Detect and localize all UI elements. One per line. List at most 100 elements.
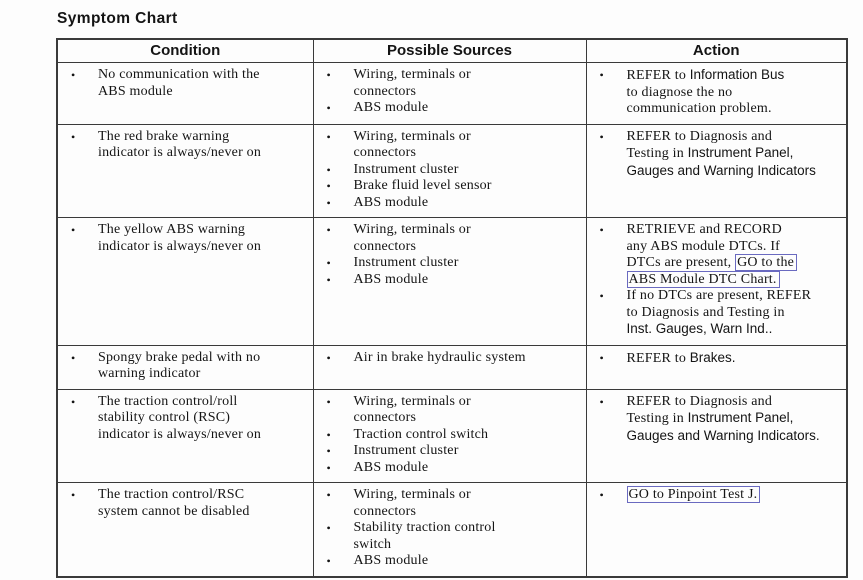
text-segment: Wiring, terminals or connectors (353, 393, 471, 426)
bullet-icon: • (326, 521, 331, 535)
bullet-item: •REFER to Brakes. (593, 350, 842, 368)
action-cell: • REFER to Information Bus to diagnose th… (585, 62, 848, 125)
bullet-icon: • (326, 129, 331, 144)
link-annotation[interactable]: GO to the ABS Module DTC Chart. (626, 254, 798, 288)
bullet-text: Wiring, terminals or connectors (354, 394, 581, 427)
bullet-icon: • (326, 444, 331, 458)
bullet-item: • Wiring, terminals or connectors (320, 394, 581, 427)
text-segment: Traction control switch (353, 426, 489, 442)
sans-text-segment: Inst. Gauges, Warn Ind.. (626, 321, 773, 336)
bullet-icon: • (326, 195, 331, 210)
bullet-text: Wiring, terminals or connectors (354, 487, 581, 520)
bullet-icon: • (326, 256, 331, 270)
sans-text-segment: Instrument Panel, Gauges and Warning Ind… (626, 410, 820, 443)
bullet-item: •Instrument cluster (320, 162, 581, 179)
sans-text-segment: Information Bus (689, 67, 785, 82)
bullet-item: • Brake fluid level sensor (320, 178, 581, 195)
text-segment: Instrument cluster (353, 255, 459, 270)
action-cell: •REFER to Brakes. (585, 344, 848, 390)
text-segment: ABS module (353, 459, 429, 475)
bullet-text: Wiring, terminals or connectors (354, 129, 581, 162)
bullet-icon: • (599, 68, 604, 82)
bullet-text: GO to Pinpoint Test J. (626, 486, 842, 504)
text-segment: Air in brake hydraulic system (353, 349, 526, 365)
bullet-text: REFER to Information Bus to diagnose the… (627, 67, 842, 118)
bullet-icon: • (71, 394, 76, 409)
text-segment: Brake fluid level sensor (353, 178, 492, 193)
sources-cell: • Wiring, terminals or connectors•Instrum… (312, 123, 587, 218)
bullet-text: Instrument cluster (354, 443, 581, 460)
bullet-icon: • (71, 223, 76, 237)
bullet-item: •Air in brake hydraulic system (320, 350, 581, 367)
text-segment: Wiring, terminals or connectors (353, 67, 471, 99)
bullet-text: Wiring, terminals or connectors (354, 222, 581, 255)
bullet-icon: • (599, 289, 604, 303)
text-segment: Spongy brake pedal with no warning indic… (98, 349, 261, 382)
bullet-text: ABS module (354, 460, 581, 477)
text-segment: Stability traction control switch (353, 520, 496, 552)
table-row: •No communication with the ABS module•Wi… (56, 62, 848, 125)
action-cell: • GO to Pinpoint Test J. (585, 482, 848, 577)
bullet-icon: • (326, 394, 331, 409)
link-annotation[interactable]: GO to Pinpoint Test J. (626, 486, 761, 503)
bullet-icon: • (326, 460, 331, 475)
bullet-text: Instrument cluster (354, 255, 581, 272)
text-segment: REFER to (626, 350, 690, 366)
bullet-text: Spongy brake pedal with no warning indic… (98, 350, 308, 383)
text-segment: RETRIEVE and RECORD any ABS module DTCs.… (626, 222, 782, 270)
bullet-item: • Wiring, terminals or connectors (320, 67, 581, 100)
condition-cell: • The traction control/RSC system cannot … (56, 482, 314, 577)
condition-cell: •The red brake warning indicator is alwa… (56, 123, 314, 218)
sans-text-segment: Brakes. (689, 349, 736, 365)
bullet-icon: • (326, 488, 331, 502)
bullet-text: If no DTCs are present, REFER to Diagnos… (627, 288, 842, 339)
text-segment: REFER to Diagnosis and Testing in (626, 128, 773, 162)
bullet-text: REFER to Brakes. (627, 350, 842, 368)
text-segment: Instrument cluster (353, 443, 459, 458)
bullet-item: • Stability traction control switch (320, 520, 581, 553)
bullet-item: • Instrument cluster (320, 255, 581, 272)
sources-cell: • Wiring, terminals or connectors•ABS mod… (312, 62, 587, 125)
bullet-icon: • (326, 68, 331, 82)
bullet-icon: • (326, 272, 331, 287)
text-segment: ABS module (353, 553, 429, 568)
condition-cell: •Spongy brake pedal with no warning indi… (56, 344, 314, 390)
bullet-item: •ABS module (320, 195, 581, 212)
condition-cell: •The yellow ABS warning indicator is alw… (56, 217, 314, 346)
bullet-item: • REFER to Information Bus to diagnose th… (593, 67, 842, 118)
text-segment: The traction control/roll stability cont… (98, 393, 262, 442)
bullet-icon: • (326, 179, 331, 193)
text-segment: REFER to (626, 68, 690, 83)
bullet-text: REFER to Diagnosis and Testing in Instru… (627, 394, 842, 446)
bullet-item: • The traction control/RSC system cannot … (64, 487, 308, 520)
bullet-text: Brake fluid level sensor (354, 178, 581, 195)
sources-cell: •Air in brake hydraulic system (312, 344, 587, 390)
action-cell: • REFER to Diagnosis and Testing in Instr… (585, 388, 848, 483)
text-segment: Wiring, terminals or connectors (353, 222, 471, 254)
action-cell: •REFER to Diagnosis and Testing in Instr… (585, 123, 848, 218)
bullet-item: •RETRIEVE and RECORD any ABS module DTCs… (593, 222, 842, 288)
bullet-text: The traction control/roll stability cont… (98, 394, 308, 444)
bullet-icon: • (326, 427, 331, 442)
table-row: • The traction control/RSC system cannot … (56, 482, 848, 577)
text-segment: ABS module (353, 100, 429, 115)
bullet-text: Air in brake hydraulic system (354, 350, 581, 367)
column-header-possible-sources: Possible Sources (312, 38, 587, 63)
bullet-icon: • (599, 394, 604, 409)
table-row: •The red brake warning indicator is alwa… (56, 123, 848, 218)
column-header-action: Action (585, 38, 848, 63)
bullet-icon: • (71, 68, 76, 82)
sources-cell: • Wiring, terminals or connectors • Stabili… (312, 482, 587, 577)
bullet-icon: • (71, 488, 76, 502)
bullet-item: •REFER to Diagnosis and Testing in Instr… (593, 129, 842, 181)
bullet-item: •The yellow ABS warning indicator is alw… (64, 222, 308, 255)
bullet-text: Traction control switch (354, 427, 581, 444)
text-segment: The traction control/RSC system cannot b… (98, 487, 250, 519)
action-cell: • RETRIEVE and RECORD any ABS module DTCs… (585, 217, 848, 346)
bullet-item: •ABS module (320, 100, 581, 117)
bullet-item: •No communication with the ABS module (64, 67, 308, 100)
page-title: Symptom Chart (57, 10, 178, 27)
table-row: • The traction control/roll stability con… (56, 388, 848, 483)
text-segment: ABS module (353, 271, 429, 287)
bullet-icon: • (599, 488, 604, 502)
